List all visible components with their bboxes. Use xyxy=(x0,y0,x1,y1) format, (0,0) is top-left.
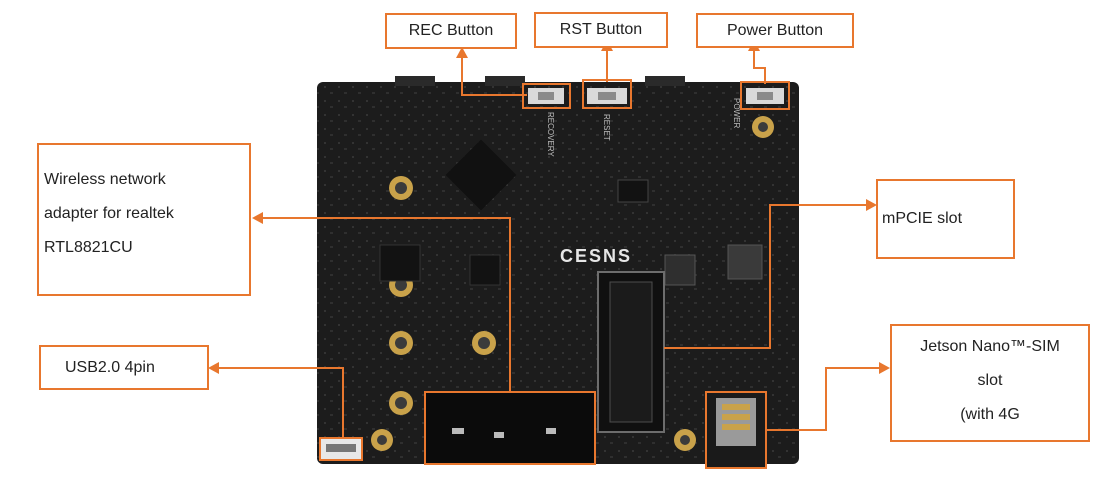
rec-button-text: REC Button xyxy=(408,22,494,39)
power-leader xyxy=(753,48,766,84)
mpcie-leader xyxy=(664,204,868,349)
mpcie-label: mPCIE slot xyxy=(876,179,1015,259)
power-button-text: Power Button xyxy=(726,21,824,39)
wireless-line-3: RTL8821CU xyxy=(44,239,133,256)
rec-leader xyxy=(461,56,527,96)
silk-power: POWER xyxy=(732,98,741,128)
rec-button-label: REC Button xyxy=(385,13,517,49)
sim-line-2: slot xyxy=(977,372,1003,389)
rst-button-text: RST Button xyxy=(559,21,643,38)
wireless-line-2: adapter for realtek xyxy=(44,205,174,222)
sim-slot-label: Jetson Nano™-SIM slot (with 4G xyxy=(890,324,1090,442)
wireless-line-1: Wireless network xyxy=(44,171,166,188)
bottom-connector xyxy=(424,391,596,465)
power-button-label: Power Button xyxy=(696,13,854,48)
sim-leader xyxy=(766,367,882,431)
silk-recovery: RECOVERY xyxy=(546,112,555,157)
board-logo: CESNS xyxy=(560,246,632,266)
silk-reset: RESET xyxy=(602,114,611,141)
rst-button-label: RST Button xyxy=(534,12,668,48)
mpcie-text: mPCIE slot xyxy=(882,210,963,227)
wireless-leader xyxy=(260,217,511,392)
usb-leader xyxy=(217,367,344,438)
sim-line-3: (with 4G xyxy=(960,406,1020,423)
wireless-adapter-label: Wireless network adapter for realtek RTL… xyxy=(37,143,251,296)
usb-label: USB2.0 4pin xyxy=(39,345,209,390)
sim-line-1: Jetson Nano™-SIM xyxy=(920,338,1060,355)
usb-text: USB2.0 4pin xyxy=(65,358,155,376)
